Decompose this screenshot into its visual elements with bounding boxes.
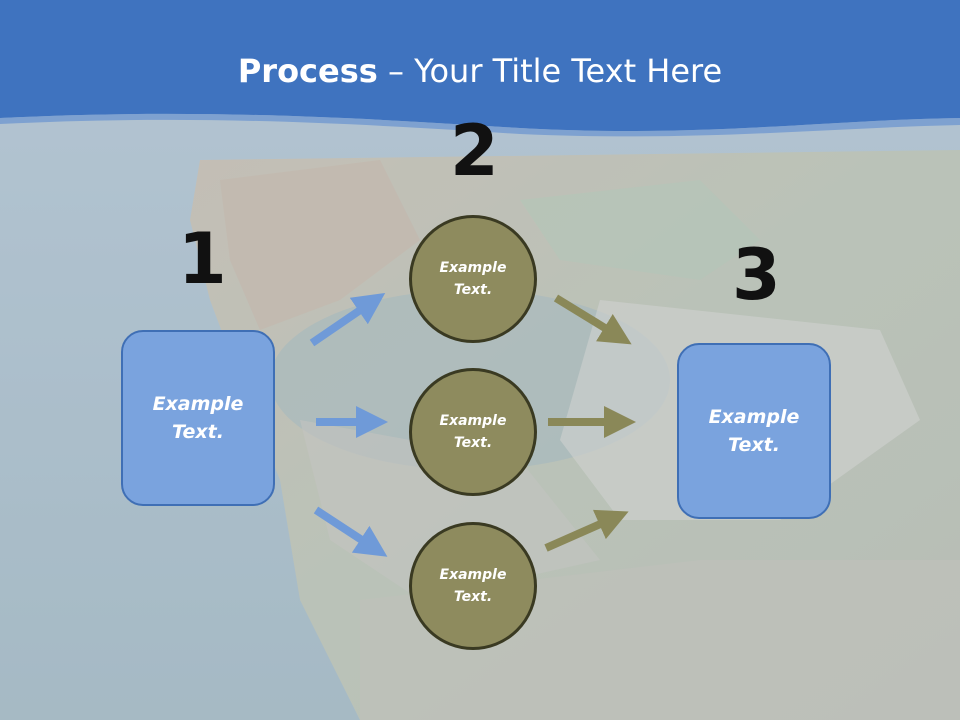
- arrow-box1-to-circle1: [309, 292, 386, 347]
- step-number-3: 3: [732, 234, 781, 316]
- right-box-label: Example Text.: [708, 405, 800, 457]
- circle-middle-label: Example Text.: [439, 412, 507, 451]
- left-box: Example Text.: [121, 330, 275, 506]
- title-bold: Process: [237, 52, 378, 90]
- right-box: Example Text.: [677, 343, 831, 519]
- circle-top: Example Text.: [409, 215, 537, 343]
- arrow-box1-to-circle3: [313, 506, 388, 557]
- title-rest: – Your Title Text Here: [377, 52, 723, 90]
- step-number-1: 1: [178, 218, 227, 300]
- circle-bottom: Example Text.: [409, 522, 537, 650]
- arrow-circle1-to-box3: [553, 294, 632, 345]
- arrow-circle3-to-box3: [544, 509, 629, 552]
- step-number-2: 2: [450, 110, 499, 192]
- circle-top-label: Example Text.: [439, 259, 507, 298]
- left-box-label: Example Text.: [152, 392, 244, 444]
- page-title: Process – Your Title Text Here: [0, 52, 960, 90]
- circle-middle: Example Text.: [409, 368, 537, 496]
- circle-bottom-label: Example Text.: [439, 566, 507, 605]
